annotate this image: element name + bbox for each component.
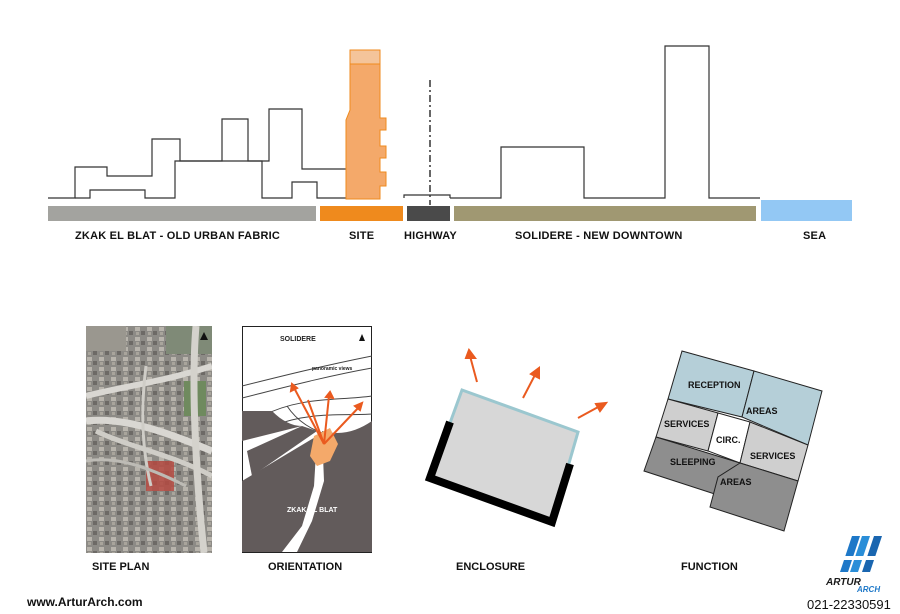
caption-function: FUNCTION: [681, 561, 738, 573]
label-sea: SEA: [803, 230, 827, 242]
function-areas-bottom-text: AREAS: [720, 477, 752, 487]
urban-section-diagram: [48, 45, 852, 221]
north-arrow-icon: [359, 334, 365, 341]
function-areas-top-text: AREAS: [746, 406, 778, 416]
site-plan-aerial-image: [86, 326, 212, 553]
label-highway: HIGHWAY: [404, 230, 457, 242]
function-reception-text: RECEPTION: [688, 380, 741, 390]
north-arrow-icon: [200, 332, 208, 340]
urban-fabric-skyline: [48, 108, 346, 199]
label-solidere: SOLIDERE - NEW DOWNTOWN: [515, 230, 683, 242]
solidere-band: [454, 206, 756, 221]
enclosure-diagram: [424, 347, 609, 528]
orientation-views-text: panoramic views: [312, 366, 353, 372]
label-urban-fabric: ZKAK EL BLAT - OLD URBAN FABRIC: [75, 230, 281, 242]
caption-site-plan: SITE PLAN: [92, 561, 150, 573]
orientation-diagram: SOLIDERE panoramic views ZKAK EL BLAT: [242, 326, 372, 553]
site-band: [320, 206, 403, 221]
artur-arch-logo-icon: [840, 536, 882, 572]
highway-structure: [403, 80, 451, 205]
orientation-solidere-text: SOLIDERE: [280, 336, 316, 343]
site-building: [345, 49, 387, 200]
sea-band: [761, 200, 852, 221]
function-circ-text: CIRC.: [716, 435, 741, 445]
urban-fabric-band: [48, 206, 316, 221]
downtown-skyline: [450, 45, 760, 199]
logo-word-artur: ARTUR: [826, 577, 861, 588]
function-sleeping-text: SLEEPING: [670, 457, 716, 467]
phone-number: 021-22330591: [807, 597, 891, 612]
label-site: SITE: [349, 230, 375, 242]
logo-word-arch: ARCH: [857, 585, 881, 594]
function-services-left-text: SERVICES: [664, 419, 709, 429]
function-services-right-text: SERVICES: [750, 451, 795, 461]
orientation-zkak-text: ZKAK EL BLAT: [287, 507, 338, 514]
caption-orientation: ORIENTATION: [268, 561, 343, 573]
function-diagram: RECEPTION AREAS SERVICES CIRC. SERVICES …: [643, 350, 823, 532]
highway-band: [407, 206, 450, 221]
caption-enclosure: ENCLOSURE: [456, 561, 526, 573]
website-link[interactable]: www.ArturArch.com: [27, 595, 143, 609]
